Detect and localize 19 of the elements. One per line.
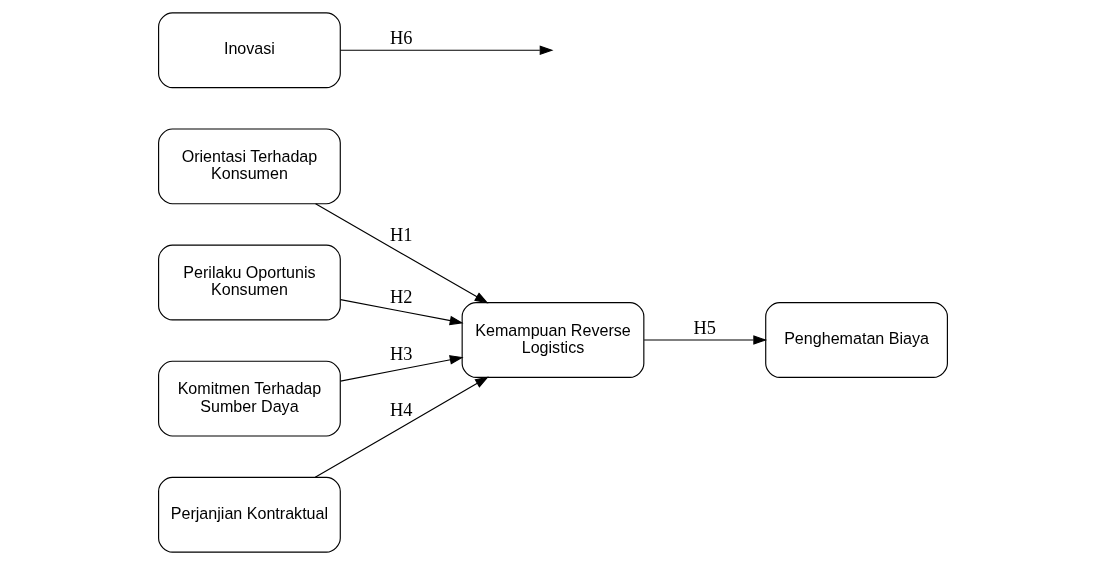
node-box: Kemampuan Reverse Logistics bbox=[461, 302, 644, 378]
node-box: Perilaku Oportunis Konsumen bbox=[157, 244, 341, 321]
arrow bbox=[314, 376, 489, 478]
arrow bbox=[314, 203, 488, 304]
arrow bbox=[643, 335, 767, 345]
node-box: Inovasi bbox=[157, 12, 341, 89]
node-box: Perjanjian Kontraktual bbox=[157, 476, 341, 553]
edge-label: H5 bbox=[693, 318, 716, 339]
edge-label: H6 bbox=[389, 28, 412, 49]
edge-label: H3 bbox=[389, 344, 412, 365]
node-box: Penghematan Biaya bbox=[764, 302, 948, 378]
node-box: Komitmen Terhadap Sumber Daya bbox=[157, 360, 341, 437]
edge-label: H2 bbox=[389, 286, 412, 307]
node-box: Orientasi Terhadap Konsumen bbox=[157, 128, 341, 205]
arrow bbox=[339, 299, 464, 326]
arrow bbox=[339, 45, 553, 56]
edge-label: H1 bbox=[389, 224, 412, 245]
edge-label: H4 bbox=[389, 399, 412, 420]
arrow bbox=[339, 355, 464, 382]
